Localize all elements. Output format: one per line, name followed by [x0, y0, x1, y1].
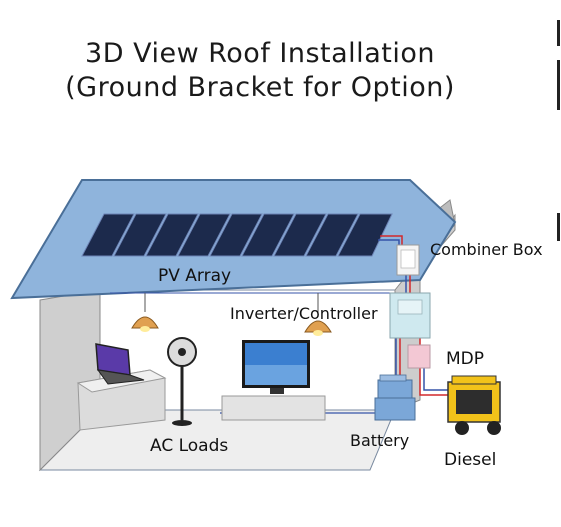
pv-array-panels: [81, 213, 393, 257]
pv-panel: [209, 213, 263, 257]
title-line-2: (Ground Bracket for Option): [65, 72, 455, 103]
pv-panel: [337, 213, 393, 257]
pv-panel: [145, 213, 199, 257]
label-mdp: MDP: [446, 349, 485, 369]
ceiling-lamp-left: [131, 293, 159, 332]
television: [242, 340, 310, 394]
label-pv-array: PV Array: [158, 266, 232, 286]
label-inverter-controller: Inverter/Controller: [230, 304, 378, 323]
pv-panel: [241, 213, 295, 257]
pv-panel: [81, 213, 135, 257]
label-combiner-box: Combiner Box: [430, 240, 543, 259]
edge-bar: [557, 20, 560, 46]
tv-stand: [221, 395, 326, 421]
wire-mdp-generator: [419, 368, 448, 396]
pv-panel: [113, 213, 167, 257]
pv-panel: [305, 213, 359, 257]
label-battery: Battery: [350, 431, 410, 450]
standing-fan: [167, 337, 197, 426]
label-diesel: Diesel: [444, 450, 497, 470]
diesel-generator: [447, 375, 501, 435]
edge-bar: [557, 213, 560, 241]
edge-bar: [557, 60, 560, 110]
battery-bank: [374, 374, 416, 421]
laptop: [95, 343, 145, 385]
ceiling-lamp-right: [304, 293, 332, 336]
title-line-1: 3D View Roof Installation: [85, 38, 435, 69]
mdp-panel: [407, 344, 431, 369]
pv-panel: [177, 213, 231, 257]
label-ac-loads: AC Loads: [150, 436, 229, 456]
wire-mdp-generator-blue: [423, 368, 448, 391]
inverter-controller: [389, 292, 431, 339]
pv-panel: [273, 213, 327, 257]
